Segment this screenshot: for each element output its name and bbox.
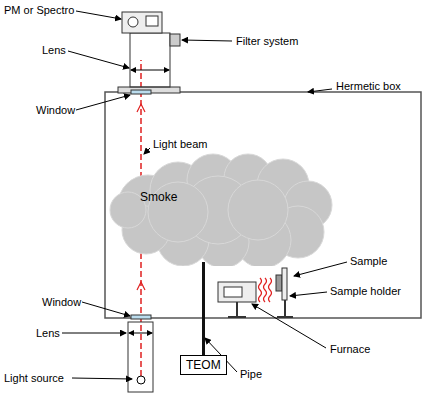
pipe-connector — [202, 262, 205, 355]
part-label: Filter system — [236, 35, 298, 48]
part-label: Light source — [4, 372, 64, 385]
part-label: Lens — [36, 327, 60, 340]
top-flange — [118, 87, 180, 93]
smoke-cloud: Smoke — [108, 150, 336, 266]
sample — [276, 275, 282, 291]
part-label: Hermetic box — [336, 80, 401, 93]
bottom-window — [131, 315, 151, 319]
filter-system — [170, 34, 180, 46]
pm-spectro — [122, 12, 162, 33]
furnace — [218, 282, 256, 302]
source-tube — [128, 322, 153, 392]
part-label: PM or Spectro — [4, 4, 74, 17]
detector-tube — [130, 33, 170, 87]
leader-lines — [62, 11, 347, 379]
part-label: Window — [42, 296, 81, 309]
part-label: Window — [36, 104, 75, 117]
part-label: Sample — [350, 255, 387, 268]
cloud-label: Smoke — [140, 190, 177, 204]
top-window — [131, 90, 151, 94]
part-label: Light beam — [153, 138, 207, 151]
hermetic-box — [105, 92, 421, 318]
part-label: Lens — [42, 44, 66, 57]
instrument-box: TEOM — [180, 355, 227, 375]
cloud-shape — [108, 150, 336, 266]
box-label: TEOM — [186, 358, 221, 372]
part-label: Pipe — [240, 368, 262, 381]
light-source — [137, 376, 145, 384]
sample-holder — [282, 268, 287, 300]
part-label: Sample holder — [330, 285, 401, 298]
part-label: Furnace — [330, 343, 370, 356]
